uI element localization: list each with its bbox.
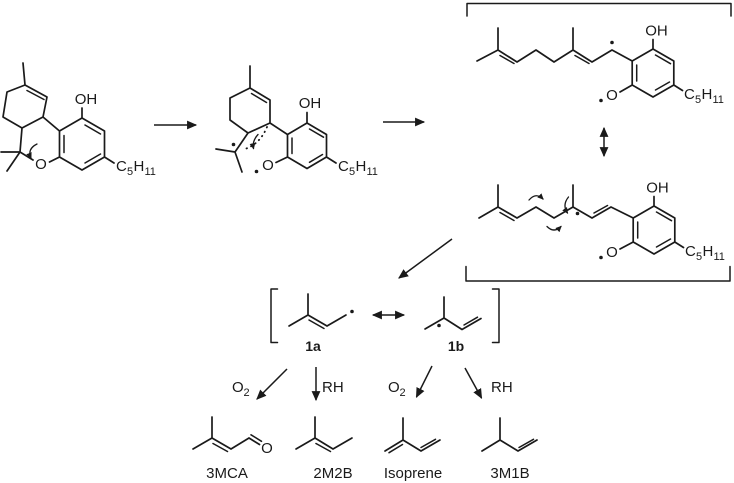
oxygen-radical-dot [599,98,603,103]
pentyl-formula-c: C [684,86,695,103]
bonds [288,293,347,327]
rh-label: RH [491,379,513,396]
pentyl-formula-c: C [116,158,127,175]
o2-label-sub2: 2 [400,387,406,399]
o2-label-o: O [232,379,244,396]
molecule-isoprene: Isoprene [384,417,442,482]
pentyl-formula-sub5: 5 [127,166,133,178]
pentyl-formula-h: H [356,158,367,175]
reaction-arrow-3 [398,238,453,279]
curved-arrow-1 [528,193,544,201]
ring-oxygen-label: O [35,156,47,173]
o2-label-sub2: 2 [244,387,250,399]
curved-arrow [249,133,259,150]
bracket-right [491,288,500,344]
radical-dot [575,211,580,216]
radical-dot [610,40,614,45]
bonds [481,417,538,452]
pentyl-formula-sub5: 5 [695,94,701,106]
arrow [256,368,288,400]
hydroxyl-label: OH [646,180,669,197]
molecule-3mca: O 3MCA [192,416,273,482]
molecule-3m1b: 3M1B [481,417,538,482]
molecule-ring-opened-radical: OH O C 5 H 11 [215,65,378,178]
pentyl-formula-sub11: 11 [367,166,378,178]
hydroxyl-label: OH [645,23,668,40]
bonds [424,296,482,331]
arrow [415,365,433,399]
pathway-o2-from-1a: O 2 [232,368,288,400]
oxygen-radical-dot [599,255,603,260]
bonds [192,416,261,450]
double-bond-lines [518,438,535,449]
double-bond-lines [308,319,325,330]
bonds [478,184,685,255]
pentyl-formula-h: H [134,158,145,175]
pentyl-formula-c: C [338,158,349,175]
pentyl-formula-h: H [702,86,713,103]
product-name-2m2b: 2M2B [313,465,352,482]
double-bond-lines [388,438,437,454]
hydroxyl-label: OH [75,91,98,108]
pathway-o2-from-1b: O 2 [388,365,433,399]
aldehyde-oxygen-label: O [261,440,273,457]
molecule-chain-radical-tertiary: OH O C 5 H 11 [478,180,725,263]
resonance-bracket-top [466,2,732,17]
label-1a: 1a [305,338,321,354]
molecule-2m2b: 2M2B [295,416,353,482]
molecule-chain-radical-benzylic: OH O C 5 H 11 [476,23,724,106]
product-name-3m1b: 3M1B [490,465,529,482]
oxygen-radical-dot [254,169,259,174]
pentyl-formula-sub11: 11 [714,251,725,263]
molecule-1b [424,296,482,331]
radical-dot [437,323,441,328]
double-bond-lines [315,442,332,453]
label-1b: 1b [448,338,464,354]
o2-label-o: O [388,379,400,396]
radical-dot [231,142,236,147]
arrow [464,367,483,400]
pentyl-formula-h: H [703,243,714,260]
oxygen-radical-label: O [606,87,618,104]
radical-pair-group: 1a 1b [270,288,500,354]
pentyl-formula-sub11: 11 [713,94,724,106]
double-bond-lines [499,54,672,91]
bonds [476,27,684,98]
pentyl-formula-sub5: 5 [349,166,355,178]
product-name-3mca: 3MCA [206,465,248,482]
bonds [384,417,441,452]
oxygen-radical-label: O [606,244,618,261]
oxygen-radical-label: O [262,157,274,174]
molecule-thc: OH O C 5 H 11 [0,62,156,178]
double-bond-lines [499,204,673,248]
curved-arrow-3 [562,196,570,214]
double-bond-lines [212,434,263,453]
bracket-left [270,288,279,344]
double-bond-lines [463,316,479,326]
curved-arrow-2 [546,225,562,233]
pathway-rh-from-1b: RH [464,367,513,400]
radical-dot [350,309,354,314]
curved-arrow [26,143,38,159]
hydroxyl-label: OH [299,95,322,112]
pentyl-formula-sub11: 11 [145,166,156,178]
resonance-bracket-bottom [465,265,731,282]
bonds [215,65,337,173]
molecule-1a [288,293,354,330]
double-bond-lines [250,92,325,164]
product-name-isoprene: Isoprene [384,465,442,482]
bonds [0,62,115,172]
pathway-rh-from-1a: RH [311,367,344,402]
rh-label: RH [322,379,344,396]
bonds [295,416,353,450]
pentyl-formula-c: C [685,243,696,260]
pentyl-formula-sub5: 5 [696,251,702,263]
double-bond-lines [26,89,102,164]
broken-bond-dots [244,126,268,150]
